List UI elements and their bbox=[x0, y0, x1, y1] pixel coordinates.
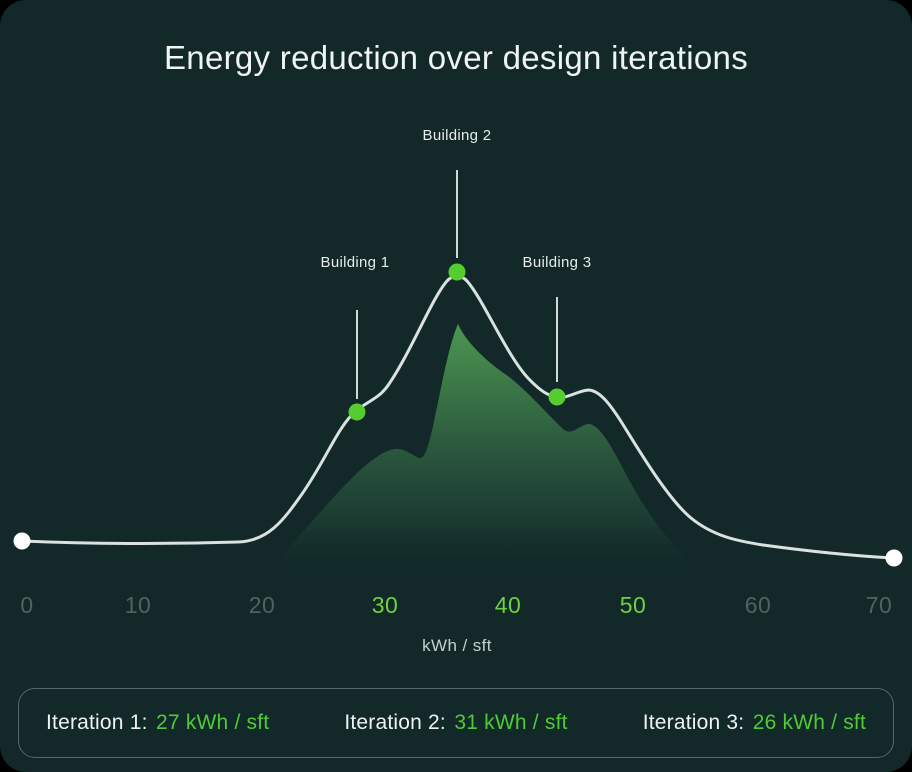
iteration-2-label: Iteration 2: bbox=[344, 711, 446, 734]
building-3-marker-dot bbox=[548, 388, 566, 406]
building-2-marker-dot bbox=[448, 263, 466, 281]
iteration-2-value: 31 kWh / sft bbox=[454, 711, 568, 734]
iterations-legend: Iteration 1: 27 kWh / sft Iteration 2: 31 … bbox=[18, 688, 894, 758]
iteration-3-value: 26 kWh / sft bbox=[752, 711, 866, 734]
iteration-3-label: Iteration 3: bbox=[642, 711, 745, 734]
x-tick-0: 0 bbox=[20, 592, 34, 618]
building-1-marker-dot bbox=[348, 403, 366, 421]
iteration-1-label: Iteration 1: bbox=[46, 711, 148, 734]
x-tick-50: 50 bbox=[619, 592, 647, 618]
x-tick-60: 60 bbox=[744, 592, 772, 618]
design-curve-line bbox=[20, 275, 895, 560]
end-point-dot bbox=[885, 549, 903, 567]
x-tick-70: 70 bbox=[865, 592, 893, 618]
start-point-dot bbox=[13, 532, 31, 550]
page-title: Energy reduction over design iterations bbox=[163, 39, 749, 76]
x-tick-40: 40 bbox=[494, 592, 522, 618]
x-tick-30: 30 bbox=[371, 592, 399, 618]
legend-item-iteration-1: Iteration 1: 27 kWh / sft bbox=[46, 711, 269, 735]
annotation-label-building-1: Building 1 bbox=[320, 254, 390, 271]
x-tick-20: 20 bbox=[248, 592, 276, 618]
annotation-label-building-2: Building 2 bbox=[422, 127, 492, 144]
legend-item-iteration-2: Iteration 2: 31 kWh / sft bbox=[344, 711, 567, 735]
annotation-label-building-3: Building 3 bbox=[522, 254, 592, 271]
iteration-1-value: 27 kWh / sft bbox=[156, 711, 270, 734]
x-tick-10: 10 bbox=[124, 592, 152, 618]
energy-area-fill bbox=[274, 324, 695, 565]
legend-item-iteration-3: Iteration 3: 26 kWh / sft bbox=[643, 711, 866, 735]
x-axis-unit-label: kWh / sft bbox=[422, 636, 492, 655]
